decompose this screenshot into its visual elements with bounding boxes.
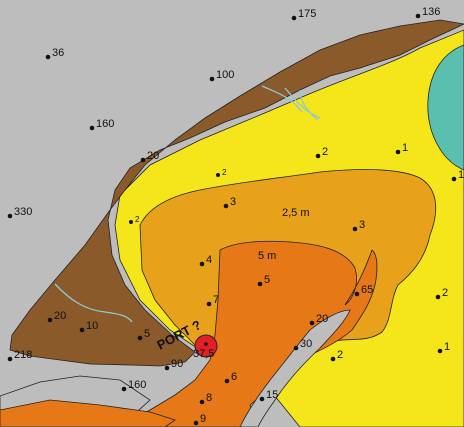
- contour-label-2-5m: 2,5 m: [282, 207, 310, 219]
- channel: [239, 309, 351, 427]
- sounding-dot-s218: [7, 356, 13, 362]
- sounding-label-s5a: 5: [264, 274, 270, 286]
- sounding-label-s15: 15: [266, 389, 278, 401]
- sounding-label-s175: 175: [298, 8, 316, 20]
- sounding-label-s10: 10: [86, 320, 98, 332]
- sounding-dot-s3a: [223, 203, 229, 209]
- sounding-dot-s1b: [451, 176, 457, 182]
- sounding-label-s65: 65: [361, 284, 373, 296]
- sounding-dot-s2small2: [129, 220, 133, 224]
- sounding-label-s2a: 2: [322, 146, 328, 158]
- sounding-dot-s2small1: [216, 173, 220, 177]
- sounding-dot-s160b: [121, 386, 127, 392]
- coastal-land: [9, 19, 464, 367]
- sounding-dot-s330: [7, 213, 13, 219]
- sounding-label-s2c: 2: [337, 349, 343, 361]
- sounding-label-s3b: 3: [359, 219, 365, 231]
- sounding-label-s1a: 1: [402, 142, 408, 154]
- sounding-dot-s100: [209, 76, 215, 82]
- sounding-label-s20c: 20: [316, 313, 328, 325]
- sounding-label-s100: 100: [216, 69, 234, 81]
- sounding-label-s20b: 20: [54, 310, 66, 322]
- soundings-layer: 175 136 36 100 160 20 2 1 1 2 330 3 2 3 4 5 65 2 7 20 10 5 20 2…: [7, 6, 464, 426]
- sounding-label-s30: 30: [300, 338, 312, 350]
- bottom-left-orange: [0, 399, 176, 427]
- sounding-label-s6: 6: [231, 371, 237, 383]
- sounding-dot-s2c: [330, 356, 336, 362]
- sounding-label-s36: 36: [52, 47, 64, 59]
- sounding-label-s160a: 160: [96, 118, 114, 130]
- sounding-label-s2small2: 2: [135, 215, 140, 224]
- sounding-dot-s175: [291, 15, 297, 21]
- port-depth: 37,5: [193, 348, 214, 360]
- sounding-dot-s2a: [315, 153, 321, 159]
- sounding-dot-s15: [259, 396, 265, 402]
- sounding-label-s218: 218: [14, 349, 32, 361]
- sounding-label-s90: 90: [171, 358, 183, 370]
- river-south: [54, 283, 133, 323]
- sounding-dot-s2b: [435, 294, 441, 300]
- sounding-dot-s4: [199, 261, 205, 267]
- sounding-dot-s5a: [257, 281, 263, 287]
- sounding-label-s2small1: 2: [222, 168, 227, 177]
- sounding-label-s136: 136: [422, 6, 440, 18]
- sounding-label-s8: 8: [206, 392, 212, 404]
- port-dot: [204, 342, 208, 346]
- port-marker[interactable]: [194, 334, 218, 358]
- sounding-label-s5b: 5: [144, 328, 150, 340]
- sounding-dot-s6: [224, 378, 230, 384]
- sounding-dot-s1a: [395, 149, 401, 155]
- sounding-label-s330: 330: [14, 206, 32, 218]
- sounding-dot-s20a: [140, 157, 146, 163]
- sounding-dot-s20b: [47, 317, 53, 323]
- sounding-dot-s10: [79, 327, 85, 333]
- sounding-label-s1b: 1: [458, 169, 464, 181]
- sounding-dot-s36: [45, 54, 51, 60]
- sounding-label-s4: 4: [206, 254, 212, 266]
- sounding-dot-s20c: [309, 320, 315, 326]
- sounding-label-s9: 9: [200, 413, 206, 425]
- sounding-dot-s30: [293, 345, 299, 351]
- sounding-label-s3a: 3: [230, 196, 236, 208]
- lagoon: [427, 44, 464, 171]
- sounding-label-s160b: 160: [128, 379, 146, 391]
- river: [261, 85, 321, 121]
- sounding-dot-s7: [206, 301, 212, 307]
- sounding-dot-s3b: [352, 226, 358, 232]
- sounding-label-s1c: 1: [444, 341, 450, 353]
- contour-label-5m: 5 m: [258, 250, 276, 262]
- sounding-dot-s1c: [437, 348, 443, 354]
- sounding-dot-s136: [415, 13, 421, 19]
- sounding-dot-s9: [193, 420, 199, 426]
- sounding-dot-s160a: [89, 125, 95, 131]
- sounding-label-s20a: 20: [147, 150, 159, 162]
- sounding-dot-s5b: [137, 335, 143, 341]
- sounding-dot-s90: [164, 365, 170, 371]
- sounding-dot-s8: [199, 399, 205, 405]
- sounding-dot-s65: [354, 291, 360, 297]
- sounding-label-s7: 7: [213, 294, 219, 306]
- sounding-label-s2b: 2: [442, 287, 448, 299]
